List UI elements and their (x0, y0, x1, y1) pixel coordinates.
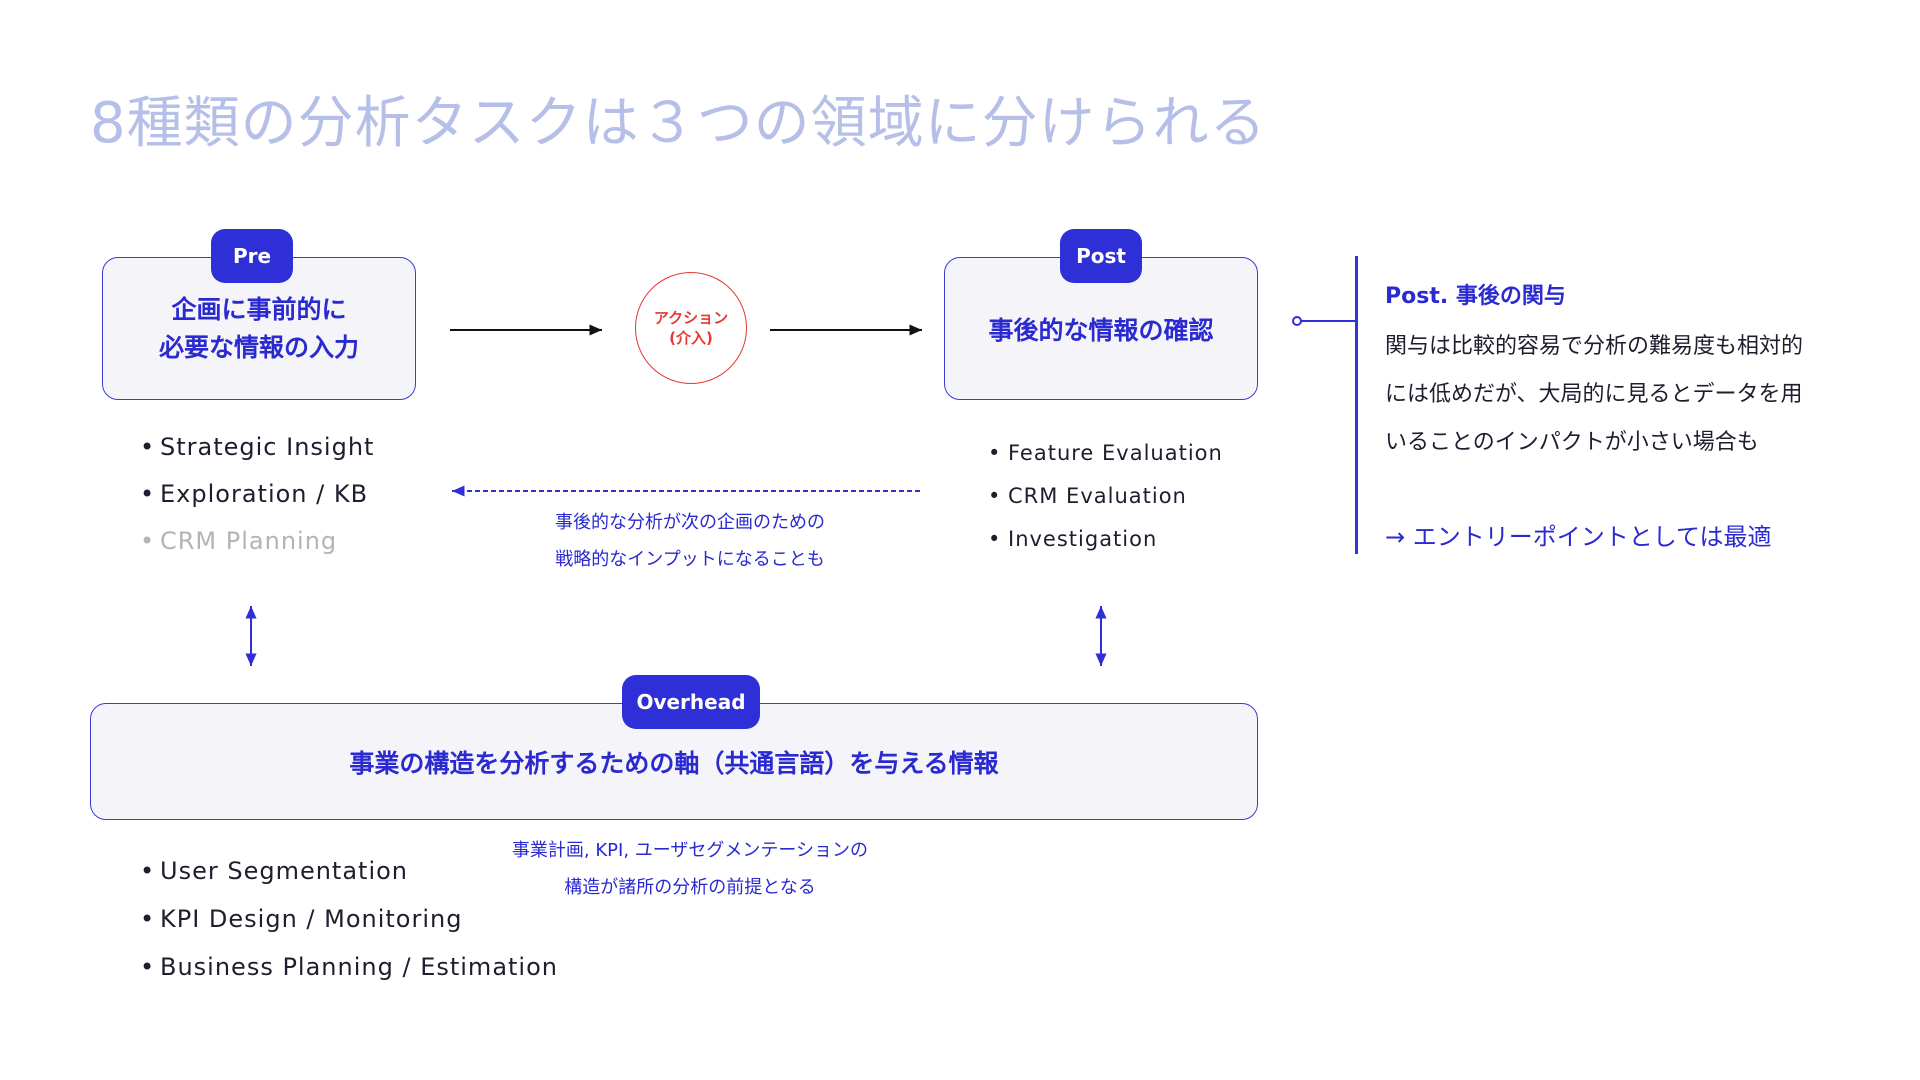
side-panel-conclusion: → エントリーポイントとしては最適 (1385, 523, 1772, 551)
list-item: Investigation (988, 518, 1223, 561)
post-box-text: 事後的な情報の確認 (988, 315, 1214, 345)
list-item: Feature Evaluation (988, 432, 1223, 475)
action-circle: アクション (介入) (635, 272, 747, 384)
list-item: CRM Evaluation (988, 475, 1223, 518)
list-item: CRM Planning (140, 518, 374, 565)
action-sublabel: (介入) (669, 329, 713, 347)
pre-task-list: Strategic Insight Exploration / KB CRM P… (140, 424, 374, 565)
list-item: Business Planning / Estimation (140, 943, 558, 991)
side-panel-body-line: には低めだが、大局的に見るとデータを用 (1385, 382, 1803, 407)
list-item: User Segmentation (140, 847, 558, 895)
feedback-note-line1: 事後的な分析が次の企画のための (555, 512, 825, 533)
overhead-note-line2: 構造が諸所の分析の前提となる (564, 877, 816, 898)
feedback-note: 事後的な分析が次の企画のための 戦略的なインプットになることも (520, 504, 860, 578)
list-item: Exploration / KB (140, 471, 374, 518)
overhead-note-line1: 事業計画, KPI, ユーザセグメンテーションの (511, 840, 869, 861)
side-panel-body: 関与は比較的容易で分析の難易度も相対的 には低めだが、大局的に見るとデータを用 … (1385, 323, 1885, 467)
overhead-task-list: User Segmentation KPI Design / Monitorin… (140, 847, 558, 991)
overhead-note: 事業計画, KPI, ユーザセグメンテーションの 構造が諸所の分析の前提となる (480, 832, 900, 906)
overhead-badge: Overhead (622, 675, 760, 729)
side-panel-rule (1355, 256, 1358, 554)
feedback-note-line2: 戦略的なインプットになることも (555, 549, 825, 570)
list-item: Strategic Insight (140, 424, 374, 471)
post-task-list: Feature Evaluation CRM Evaluation Invest… (988, 432, 1223, 561)
pre-box-line2: 必要な情報の入力 (158, 332, 359, 362)
side-panel-title: Post. 事後の関与 (1385, 284, 1566, 309)
overhead-box-text: 事業の構造を分析するための軸（共通言語）を与える情報 (349, 748, 999, 778)
action-label: アクション (653, 309, 729, 327)
post-badge: Post (1060, 229, 1142, 283)
list-item: KPI Design / Monitoring (140, 895, 558, 943)
pre-badge: Pre (211, 229, 293, 283)
side-panel-body-line: いることのインパクトが小さい場合も (1385, 430, 1759, 455)
side-panel-body-line: 関与は比較的容易で分析の難易度も相対的 (1385, 334, 1804, 359)
pre-box-line1: 企画に事前的に (171, 294, 347, 324)
side-connector-dot (1292, 316, 1302, 326)
page-title: 8種類の分析タスクは３つの領域に分けられる (90, 91, 1267, 156)
